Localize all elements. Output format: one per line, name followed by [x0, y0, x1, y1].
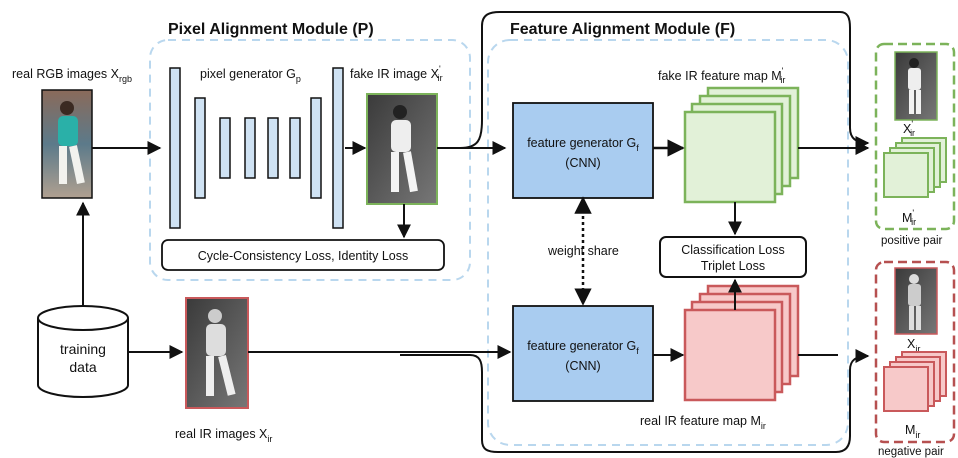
feature-generator-top — [512, 102, 654, 199]
fake-ir-feature-map-label: fake IR feature map M'ir — [658, 66, 785, 85]
negative-pair-x-label: Xir — [907, 337, 920, 354]
pixel-module-frame — [149, 39, 471, 281]
feature-generator-top-cnn: (CNN) — [565, 156, 600, 170]
fake-ir-image-label: fake IR image X'ir — [350, 64, 443, 83]
cycle-loss-label: Cycle-Consistency Loss, Identity Loss — [198, 249, 409, 263]
pixel-generator-label: pixel generator Gp — [200, 67, 301, 84]
training-data-label-2: data — [69, 359, 96, 375]
classification-loss-label: Classification Loss — [681, 243, 785, 257]
real-ir-image — [185, 297, 249, 409]
feature-generator-bottom — [512, 305, 654, 402]
training-data-label-1: training — [60, 341, 106, 357]
negative-pair-frame — [874, 260, 956, 444]
negative-pair-label: negative pair — [878, 446, 944, 458]
positive-pair-ir-image — [894, 51, 938, 121]
positive-pair-feature-map — [883, 137, 947, 198]
negative-pair-feature-map — [883, 351, 947, 412]
negative-pair-m-label: Mir — [905, 423, 920, 440]
negative-pair-ir-image — [894, 267, 938, 335]
fake-to-positive-pair-path — [459, 11, 870, 150]
positive-pair-frame — [874, 42, 956, 231]
positive-pair-m-label: M'ir — [902, 208, 916, 227]
database-cylinder-icon — [37, 305, 129, 398]
cycle-loss-box — [161, 239, 445, 271]
feature-generator-bottom-cnn: (CNN) — [565, 359, 600, 373]
weight-share-label: weight share — [547, 244, 619, 258]
classification-loss-box — [659, 236, 807, 278]
pixel-generator-layers — [169, 67, 344, 229]
feature-module-title: Feature Alignment Module (F) — [510, 21, 735, 38]
feature-module-frame — [487, 39, 849, 446]
fake-ir-feature-map — [683, 86, 800, 204]
feature-generator-bottom-label: feature generator Gf — [527, 339, 639, 356]
real-rgb-label: real RGB images Xrgb — [12, 67, 132, 84]
to-negative-pair-path — [400, 349, 870, 453]
feature-generator-top-label: feature generator Gf — [527, 136, 639, 153]
triplet-loss-label: Triplet Loss — [701, 259, 765, 273]
positive-pair-label: positive pair — [881, 235, 943, 247]
positive-pair-x-label: X'ir — [903, 119, 915, 138]
real-ir-feature-map-label: real IR feature map Mir — [640, 414, 766, 431]
pixel-module-title: Pixel Alignment Module (P) — [168, 21, 374, 38]
real-ir-feature-map — [683, 284, 800, 402]
real-rgb-image — [41, 89, 93, 199]
fake-ir-image — [366, 93, 438, 205]
real-ir-images-label: real IR images Xir — [175, 427, 272, 444]
